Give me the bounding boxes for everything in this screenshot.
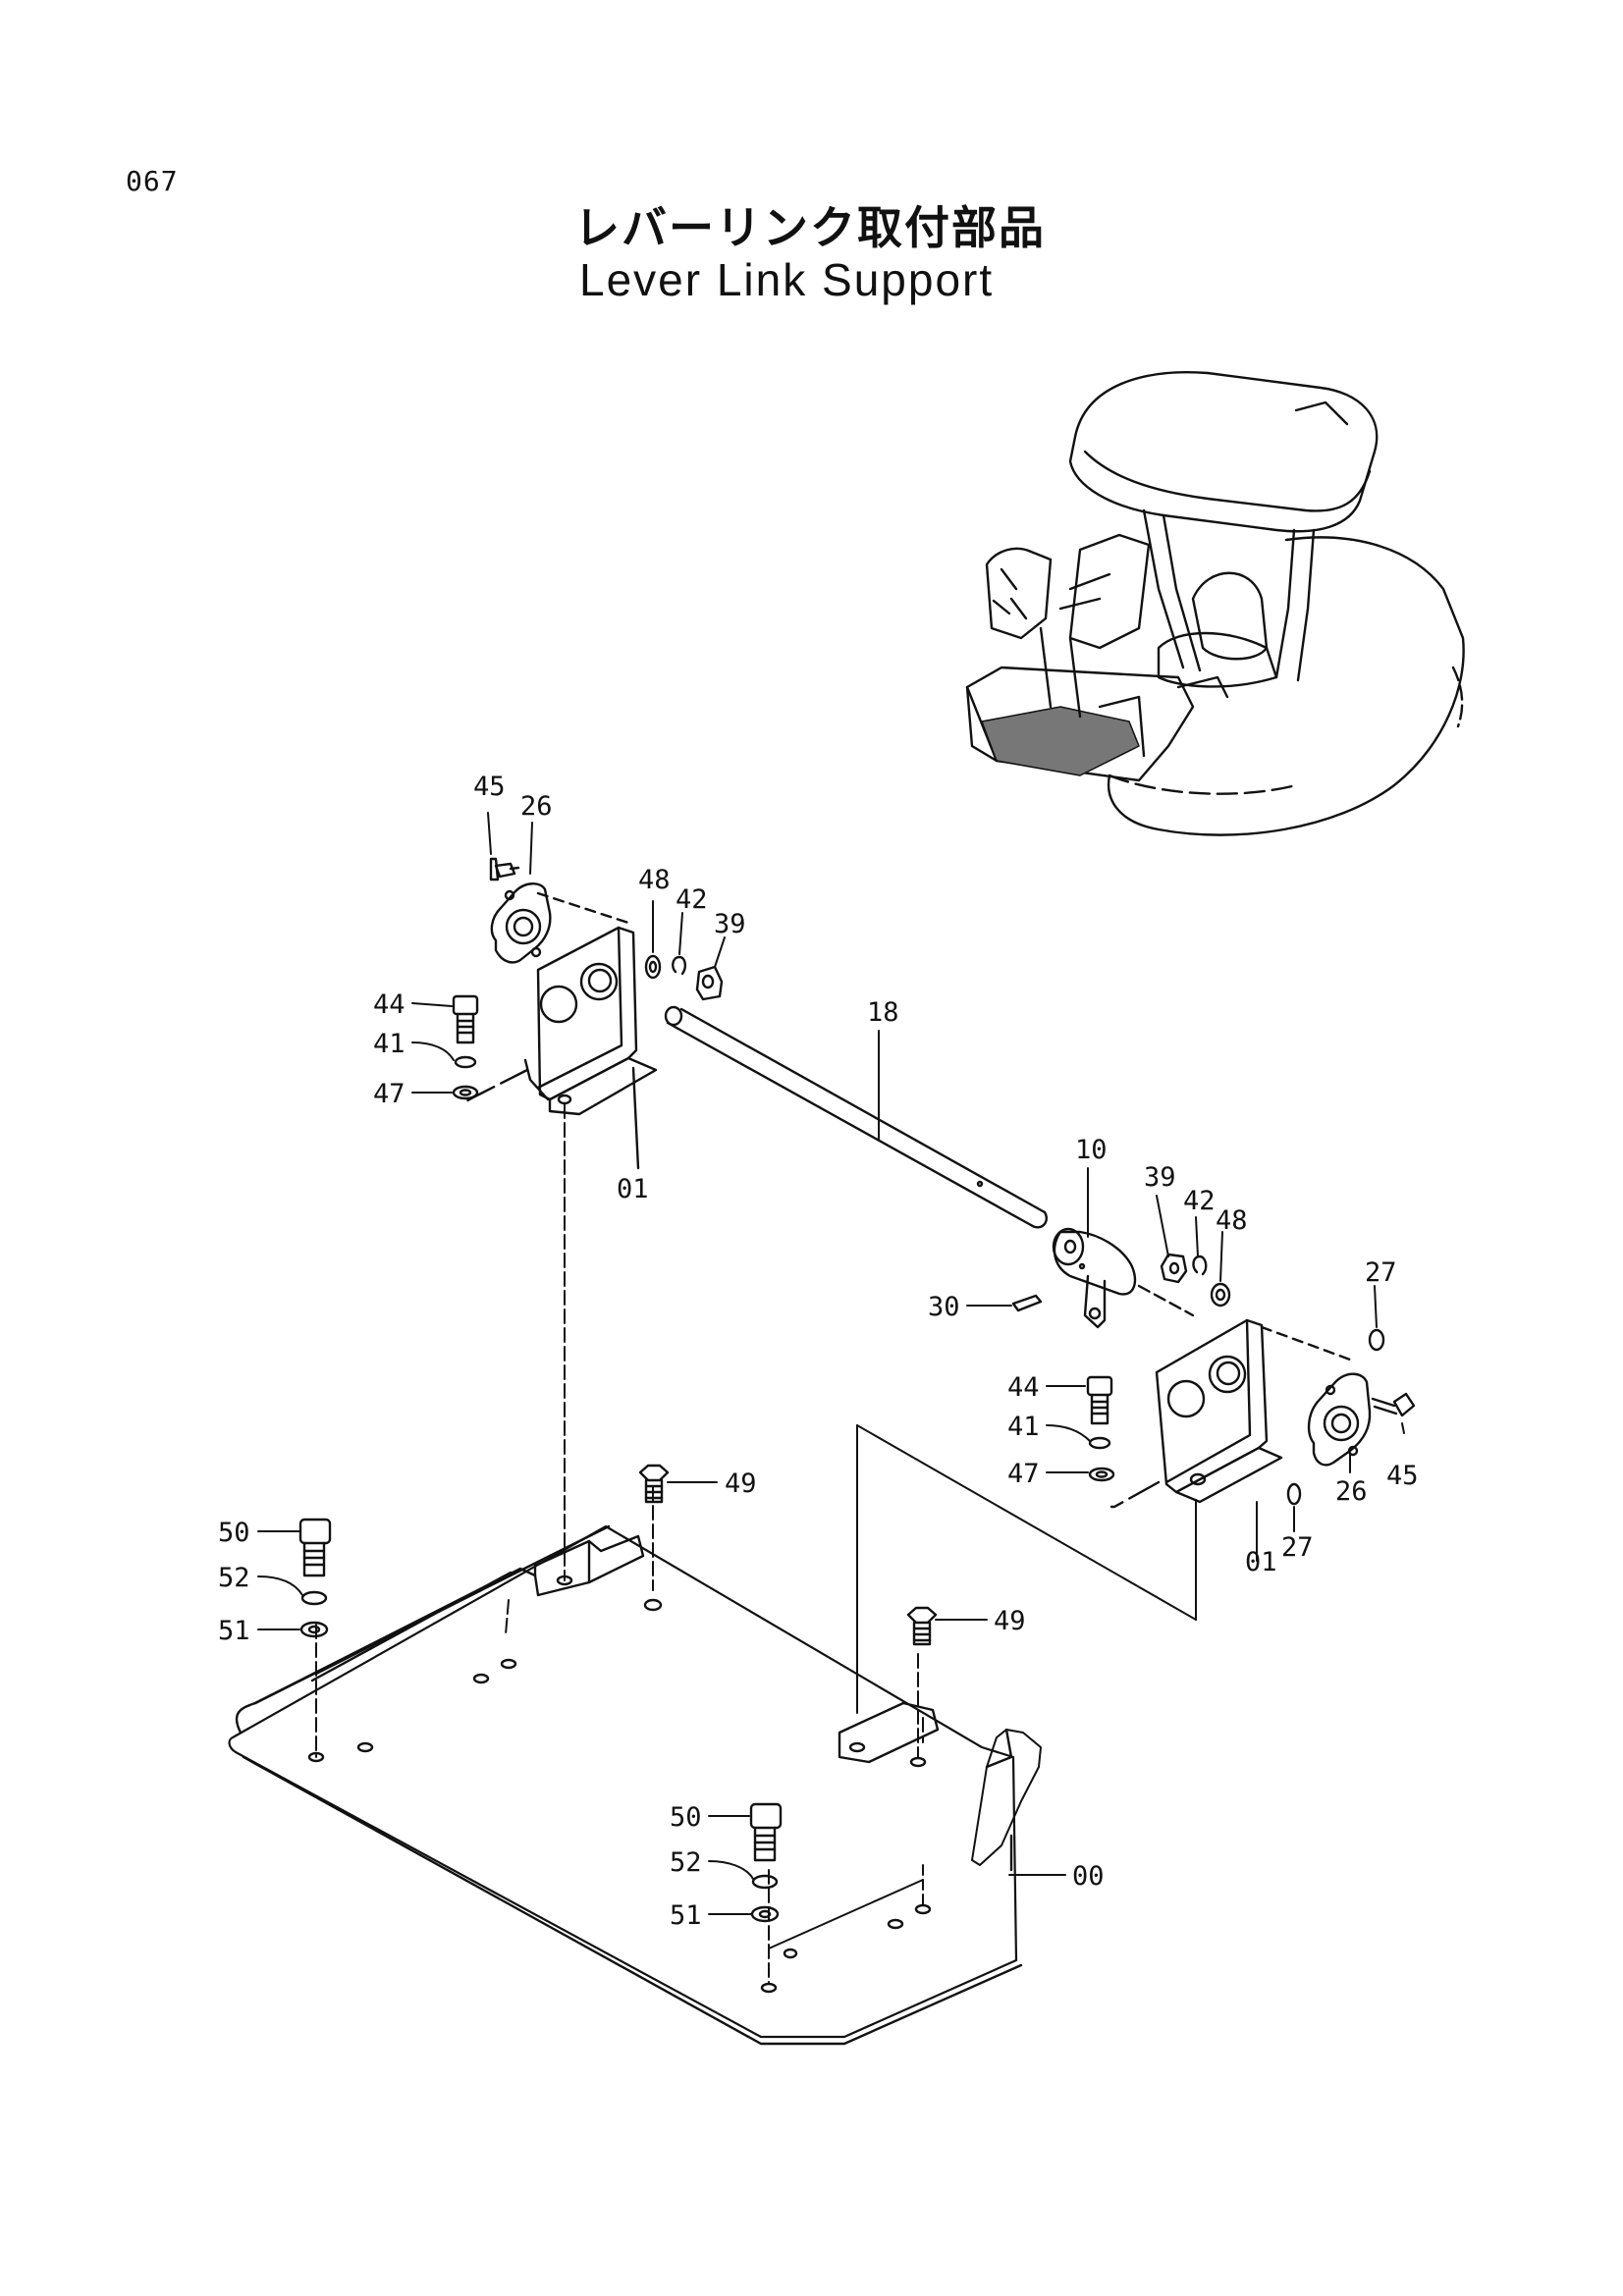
callout-49-upper: 49 <box>725 1468 757 1499</box>
callout-44-left: 44 <box>373 989 406 1020</box>
right-support-bracket <box>1109 1318 1352 1509</box>
left-washers-and-nut <box>644 954 724 1001</box>
callout-51-left: 51 <box>218 1616 250 1646</box>
callout-47-right: 47 <box>1007 1459 1040 1489</box>
floor-plate <box>228 1524 1042 2046</box>
callout-39-left: 39 <box>714 909 746 939</box>
callout-27-upper: 27 <box>1365 1257 1397 1288</box>
right-nut-and-washers <box>1160 1253 1231 1308</box>
callout-44-right: 44 <box>1007 1372 1040 1403</box>
callout-18: 18 <box>867 997 899 1028</box>
leader-lines <box>257 812 1405 1915</box>
right-bearing-flange-assembly <box>1286 1328 1416 1506</box>
callout-52-left: 52 <box>218 1563 250 1593</box>
title-japanese: レバーリンク取付部品 <box>574 201 1046 254</box>
callout-50-left: 50 <box>218 1518 250 1548</box>
callout-51-right: 51 <box>670 1900 702 1931</box>
callout-30: 30 <box>928 1292 960 1322</box>
callout-39-right: 39 <box>1144 1162 1176 1193</box>
callout-01-left: 01 <box>617 1174 649 1204</box>
lever-link-assembly <box>1011 1227 1195 1329</box>
callout-45-right: 45 <box>1386 1461 1419 1491</box>
callout-47-left: 47 <box>373 1079 406 1109</box>
bolts-50-52-51-left <box>298 1518 332 1638</box>
callout-49-lower: 49 <box>994 1606 1026 1636</box>
callout-labels: 45 26 48 42 39 44 41 47 01 18 10 39 42 4… <box>218 772 1419 1931</box>
callout-48-right: 48 <box>1216 1205 1248 1236</box>
bolts-49 <box>638 1464 938 1646</box>
machine-location-illustration <box>965 371 1465 836</box>
callout-42-right: 42 <box>1183 1186 1216 1216</box>
callout-26-right: 26 <box>1335 1476 1368 1507</box>
right-bolt-44-41-47 <box>1086 1375 1115 1482</box>
callout-41-left: 41 <box>373 1029 406 1059</box>
callout-00: 00 <box>1072 1861 1105 1892</box>
lever-shaft <box>664 1005 1048 1229</box>
callout-41-right: 41 <box>1007 1412 1040 1442</box>
callout-45-left: 45 <box>473 772 506 802</box>
callout-01-right: 01 <box>1245 1547 1277 1577</box>
left-support-bracket <box>464 926 658 1170</box>
title-english: Lever Link Support <box>579 254 995 305</box>
page-number: 067 <box>126 165 179 197</box>
left-bearing-flange-assembly <box>489 857 630 964</box>
left-bolt-44-41-47 <box>452 994 479 1100</box>
callout-48-left: 48 <box>638 865 671 895</box>
callout-42-left: 42 <box>676 884 708 915</box>
callout-26-left: 26 <box>520 791 553 822</box>
callout-27-lower: 27 <box>1281 1532 1314 1563</box>
callout-50-right: 50 <box>670 1802 702 1833</box>
callout-10: 10 <box>1075 1135 1108 1165</box>
assembly-solid-guides <box>856 1424 1197 1714</box>
callout-52-right: 52 <box>670 1847 702 1878</box>
bolts-50-52-51-right <box>749 1802 783 1923</box>
